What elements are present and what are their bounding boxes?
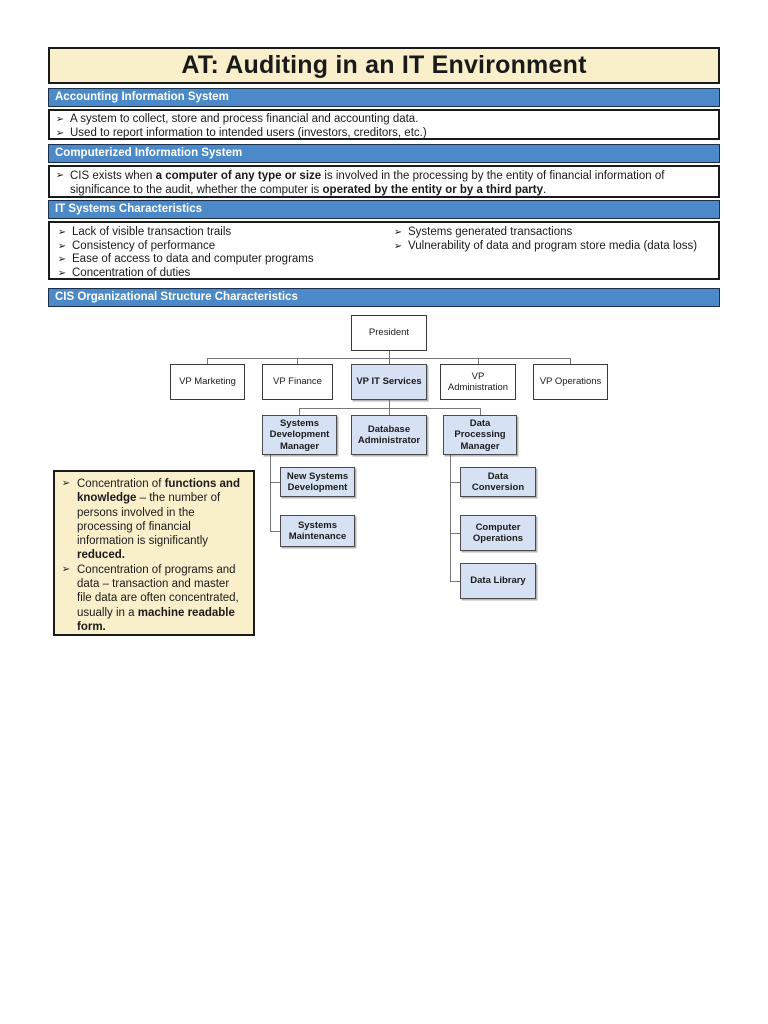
bullet-arrow-icon: ➢ <box>57 240 67 252</box>
page-title: AT: Auditing in an IT Environment <box>181 51 587 79</box>
connector-line <box>389 358 390 364</box>
section-header-label: CIS Organizational Structure Characteris… <box>55 291 298 303</box>
connector-line <box>450 482 460 483</box>
bullet-arrow-icon: ➢ <box>55 170 65 181</box>
section-header-label: Computerized Information System <box>55 147 243 159</box>
bullet-item: ➢ A system to collect, store and process… <box>50 113 718 127</box>
bullet-arrow-icon: ➢ <box>393 240 403 252</box>
bullet-item: ➢ Concentration of duties <box>52 267 382 281</box>
bullet-text: Concentration of programs and data – tra… <box>77 563 239 633</box>
bullet-arrow-icon: ➢ <box>393 227 403 238</box>
connector-line <box>570 358 571 364</box>
org-node-president: President <box>351 315 427 351</box>
it-characteristics-left-column: ➢ Lack of visible transaction trails ➢ C… <box>52 226 382 280</box>
org-chart: President VP Marketing VP Finance VP IT … <box>48 312 720 647</box>
bullet-text: CIS exists when a computer of any type o… <box>70 170 665 196</box>
org-node-data-conversion: Data Conversion <box>460 467 536 497</box>
section-body-computerized-information-system: ➢ CIS exists when a computer of any type… <box>48 165 720 198</box>
concentration-note-box: ➢ Concentration of functions and knowled… <box>53 470 255 636</box>
section-body-accounting-information-system: ➢ A system to collect, store and process… <box>48 109 720 140</box>
section-header-label: Accounting Information System <box>55 91 229 103</box>
bullet-arrow-icon: ➢ <box>57 227 67 238</box>
section-header-label: IT Systems Characteristics <box>55 203 203 215</box>
org-node-vp-operations: VP Operations <box>533 364 608 400</box>
connector-line <box>480 408 481 415</box>
org-node-vp-finance: VP Finance <box>262 364 333 400</box>
org-node-vp-administration: VP Administration <box>440 364 516 400</box>
connector-line <box>389 400 390 408</box>
bullet-text: Ease of access to data and computer prog… <box>72 253 314 265</box>
connector-line <box>450 533 460 534</box>
connector-line <box>450 455 451 581</box>
bullet-text: Vulnerability of data and program store … <box>408 239 698 252</box>
connector-line <box>207 358 208 364</box>
bullet-item: ➢ CIS exists when a computer of any type… <box>50 169 718 197</box>
section-header-cis-organizational-structure: CIS Organizational Structure Characteris… <box>48 288 720 307</box>
section-body-it-systems-characteristics: ➢ Lack of visible transaction trails ➢ C… <box>48 221 720 280</box>
connector-line <box>450 581 460 582</box>
connector-line <box>270 482 280 483</box>
org-node-data-processing-manager: Data Processing Manager <box>443 415 517 455</box>
connector-line <box>297 358 298 364</box>
org-node-data-library: Data Library <box>460 563 536 599</box>
bullet-arrow-icon: ➢ <box>55 114 65 125</box>
bullet-text: Systems generated transactions <box>408 226 573 238</box>
bullet-item: ➢ Systems generated transactions <box>388 226 710 240</box>
bullet-text: A system to collect, store and process f… <box>70 113 419 125</box>
section-header-accounting-information-system: Accounting Information System <box>48 88 720 107</box>
section-header-it-systems-characteristics: IT Systems Characteristics <box>48 200 720 219</box>
org-node-new-systems-development: New Systems Development <box>280 467 355 497</box>
bullet-arrow-icon: ➢ <box>57 267 67 279</box>
connector-line <box>389 408 390 415</box>
bullet-item: ➢ Used to report information to intended… <box>50 127 718 141</box>
connector-line <box>389 351 390 358</box>
connector-line <box>478 358 479 364</box>
org-node-computer-operations: Computer Operations <box>460 515 536 551</box>
bullet-item: ➢ Lack of visible transaction trails <box>52 226 382 240</box>
org-node-systems-maintenance: Systems Maintenance <box>280 515 355 547</box>
org-node-vp-marketing: VP Marketing <box>170 364 245 400</box>
connector-line <box>299 408 300 415</box>
bullet-item: ➢ Consistency of performance <box>52 240 382 254</box>
bullet-arrow-icon: ➢ <box>61 563 71 575</box>
bullet-text: Consistency of performance <box>72 239 216 252</box>
bullet-item: ➢ Concentration of programs and data – t… <box>55 563 251 634</box>
section-header-computerized-information-system: Computerized Information System <box>48 144 720 163</box>
bullet-text: Lack of visible transaction trails <box>72 226 232 238</box>
connector-line <box>270 455 271 532</box>
bullet-item: ➢ Ease of access to data and computer pr… <box>52 253 382 267</box>
connector-line <box>299 408 481 409</box>
bullet-item: ➢ Concentration of functions and knowled… <box>55 477 251 563</box>
bullet-arrow-icon: ➢ <box>61 478 71 489</box>
org-node-database-administrator: Database Administrator <box>351 415 427 455</box>
it-characteristics-right-column: ➢ Systems generated transactions ➢ Vulne… <box>388 226 710 253</box>
bullet-item: ➢ Vulnerability of data and program stor… <box>388 240 710 254</box>
connector-line <box>270 531 280 532</box>
org-node-vp-it-services: VP IT Services <box>351 364 427 400</box>
bullet-text: Concentration of functions and knowledge… <box>77 478 240 562</box>
bullet-text: Concentration of duties <box>72 266 191 279</box>
bullet-arrow-icon: ➢ <box>55 127 65 139</box>
bullet-arrow-icon: ➢ <box>57 254 67 265</box>
org-node-systems-development-manager: Systems Development Manager <box>262 415 337 455</box>
title-box: AT: Auditing in an IT Environment <box>48 47 720 84</box>
bullet-text: Used to report information to intended u… <box>70 126 427 139</box>
